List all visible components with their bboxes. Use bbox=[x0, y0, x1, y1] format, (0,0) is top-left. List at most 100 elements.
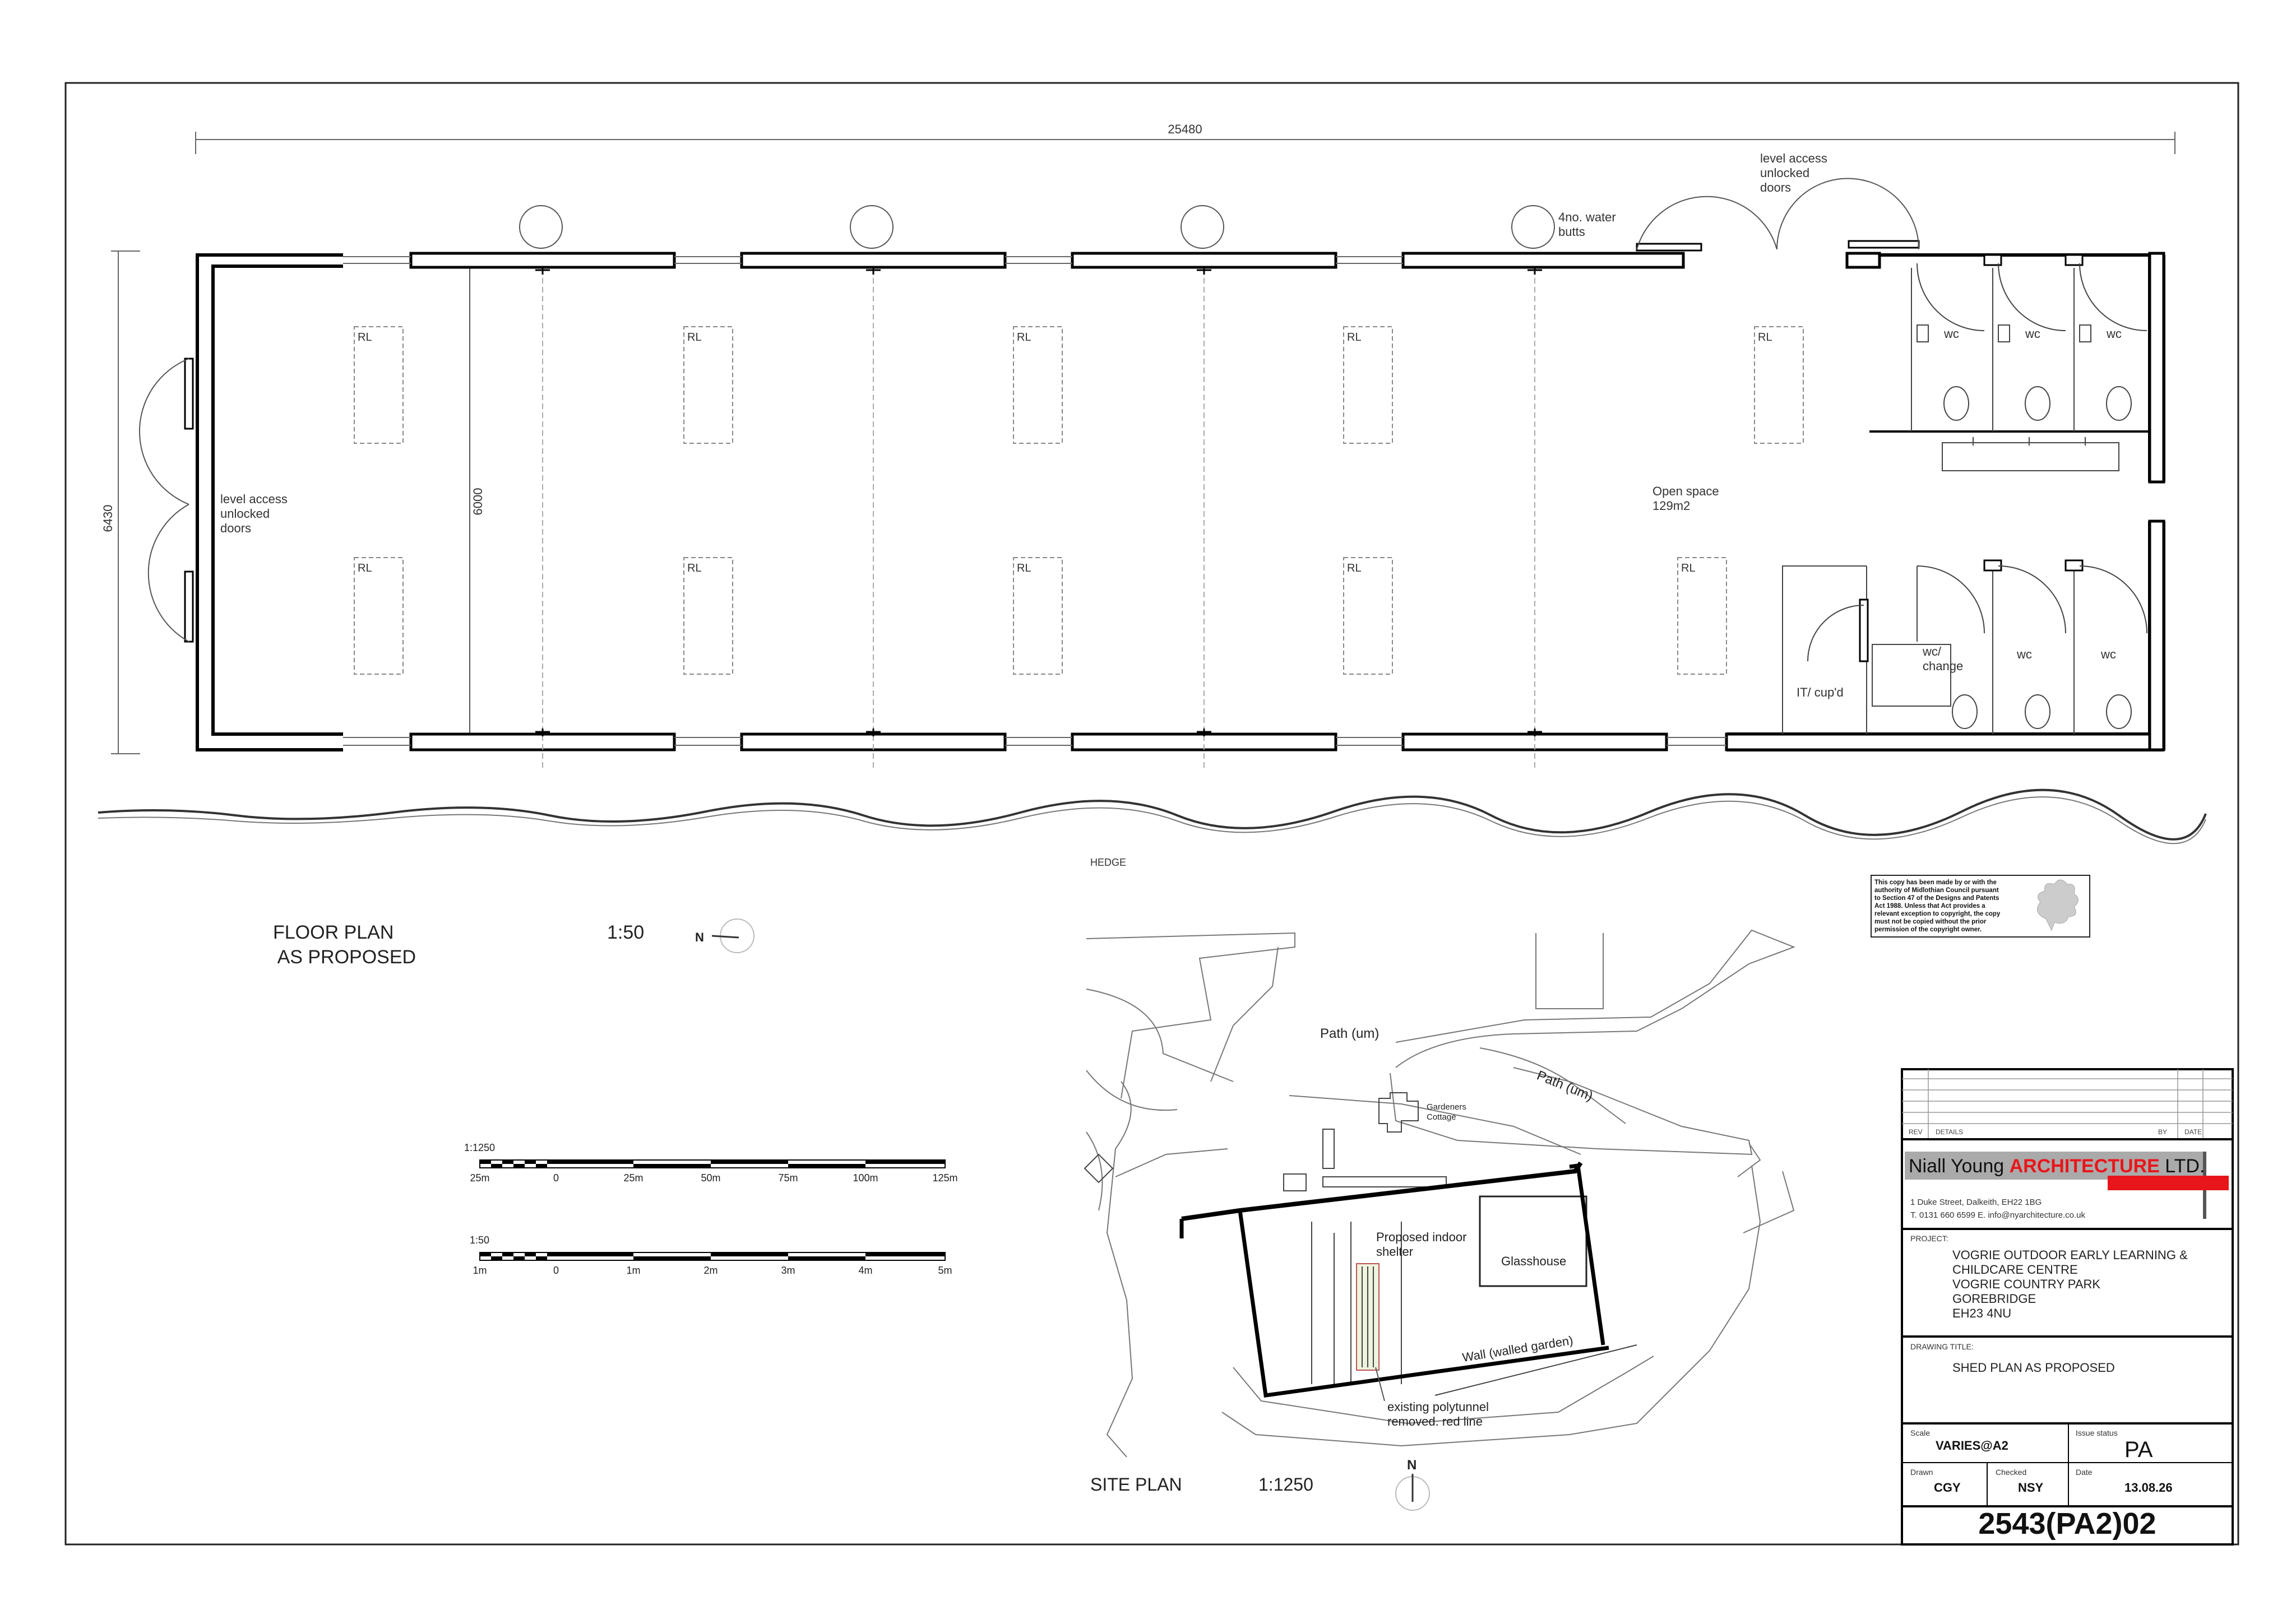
svg-text:relevant exception to copyrigh: relevant exception to copyright, the cop… bbox=[1874, 911, 2001, 917]
svg-text:EH23 4NU: EH23 4NU bbox=[1952, 1306, 2011, 1320]
dim-internal-width: 6000 bbox=[471, 488, 485, 516]
svg-text:0: 0 bbox=[553, 1265, 559, 1276]
floor-plan: 25480 6430 6000 bbox=[98, 122, 2207, 968]
svg-text:N: N bbox=[1407, 1458, 1417, 1473]
water-butt bbox=[1181, 205, 1224, 249]
sheet-border bbox=[64, 82, 2239, 1546]
svg-text:3m: 3m bbox=[781, 1265, 795, 1276]
water-butt bbox=[850, 205, 894, 249]
svg-text:REV: REV bbox=[1909, 1128, 1923, 1136]
dim-overall-length: 25480 bbox=[1168, 122, 1202, 136]
site-plan-title: SITE PLAN bbox=[1090, 1474, 1182, 1495]
copyright-stamp: This copy has been made by or with the a… bbox=[1871, 875, 2090, 938]
rl-label: RL bbox=[687, 331, 702, 344]
svg-text:1:50: 1:50 bbox=[470, 1235, 489, 1246]
svg-text:50m: 50m bbox=[701, 1172, 720, 1184]
drawn-label: Drawn bbox=[1910, 1468, 1933, 1477]
it-cupboard-label: IT/ cup'd bbox=[1797, 685, 1844, 699]
svg-text:GOREBRIDGE: GOREBRIDGE bbox=[1952, 1292, 2036, 1306]
firm-phone: T. 0131 660 6599 bbox=[1910, 1210, 1975, 1220]
dim-overall-width: 6430 bbox=[101, 505, 115, 532]
rl-label: RL bbox=[1347, 562, 1362, 574]
rl-label: RL bbox=[1681, 562, 1696, 574]
wc-label: wc bbox=[1943, 327, 1959, 341]
svg-text:authority of Midlothian Counci: authority of Midlothian Council pursuant bbox=[1874, 887, 1999, 894]
svg-text:0: 0 bbox=[553, 1172, 559, 1184]
rl-label: RL bbox=[358, 562, 372, 574]
firm-name: Niall Young ARCHITECTURE LTD. bbox=[1909, 1156, 2205, 1177]
rl-label: RL bbox=[1758, 331, 1772, 344]
svg-text:CHILDCARE CENTRE: CHILDCARE CENTRE bbox=[1952, 1263, 2078, 1277]
svg-text:permission of the copyright ow: permission of the copyright owner. bbox=[1874, 926, 1982, 933]
firm-logo bbox=[1905, 1152, 2204, 1180]
floor-plan-title: FLOOR PLAN AS PROPOSED bbox=[273, 922, 416, 968]
svg-text:100m: 100m bbox=[853, 1172, 878, 1184]
svg-text:4m: 4m bbox=[858, 1265, 872, 1276]
svg-text:25m: 25m bbox=[470, 1172, 489, 1184]
north-arrow-icon: N bbox=[1395, 1458, 1430, 1511]
svg-text:BY: BY bbox=[2158, 1128, 2167, 1136]
water-butt bbox=[1511, 205, 1555, 249]
path-label: Path (um) bbox=[1535, 1068, 1595, 1105]
svg-text:1m: 1m bbox=[473, 1265, 487, 1276]
rl-label: RL bbox=[1347, 331, 1362, 344]
svg-text:25m: 25m bbox=[623, 1172, 643, 1184]
svg-text:1:1250: 1:1250 bbox=[464, 1142, 495, 1153]
scale-bar-50: 1:50 1m 0 1m 2m 3m 4m 5m bbox=[470, 1235, 952, 1276]
date-label: Date bbox=[2076, 1468, 2093, 1477]
site-plan-scale: 1:1250 bbox=[1258, 1474, 1313, 1495]
issue-status: PA bbox=[2124, 1437, 2153, 1462]
svg-text:N: N bbox=[695, 930, 704, 944]
svg-text:to Section 47 of the Designs a: to Section 47 of the Designs and Patents bbox=[1874, 895, 1999, 902]
hedge-label: HEDGE bbox=[1090, 857, 1126, 868]
svg-text:DATE: DATE bbox=[2184, 1128, 2202, 1136]
svg-text:DETAILS: DETAILS bbox=[1936, 1128, 1963, 1136]
rl-label: RL bbox=[1017, 562, 1031, 574]
svg-text:VOGRIE COUNTRY PARK: VOGRIE COUNTRY PARK bbox=[1952, 1277, 2100, 1291]
drawing-number: 2543(PA2)02 bbox=[1978, 1507, 2156, 1541]
hedge-line bbox=[98, 788, 2207, 841]
firm-email: E. info@nyarchitecture.co.uk bbox=[1978, 1210, 2085, 1220]
path-label: Path (um) bbox=[1320, 1026, 1379, 1041]
water-butt bbox=[519, 205, 563, 249]
issue-status-label: Issue status bbox=[2076, 1428, 2118, 1437]
scale-label: Scale bbox=[1910, 1428, 1930, 1437]
svg-text:1m: 1m bbox=[626, 1265, 640, 1276]
wc-label: wc bbox=[2016, 647, 2032, 661]
project-label: PROJECT: bbox=[1910, 1234, 1948, 1243]
svg-text:must not be copied without the: must not be copied without the prior bbox=[1874, 918, 1987, 925]
svg-text:VOGRIE OUTDOOR EARLY LEARNING: VOGRIE OUTDOOR EARLY LEARNING & bbox=[1952, 1248, 2188, 1262]
wc-label: wc bbox=[2100, 647, 2116, 661]
rl-label: RL bbox=[358, 331, 372, 344]
svg-text:5m: 5m bbox=[938, 1265, 952, 1276]
wc-label: wc bbox=[2106, 327, 2122, 341]
svg-text:Act 1988. Unless that Act prov: Act 1988. Unless that Act provides a bbox=[1874, 903, 1985, 910]
rl-label: RL bbox=[687, 562, 702, 574]
scale-value: VARIES@A2 bbox=[1936, 1439, 2008, 1453]
svg-text:125m: 125m bbox=[932, 1172, 957, 1184]
wc-change-label: wc/change bbox=[1922, 644, 1963, 673]
floor-plan-scale: 1:50 bbox=[607, 922, 644, 943]
project-name: VOGRIE OUTDOOR EARLY LEARNING & CHILDCAR… bbox=[1952, 1248, 2188, 1320]
drawn-value: CGY bbox=[1934, 1481, 1961, 1495]
date-value: 13.08.26 bbox=[2124, 1481, 2173, 1495]
glasshouse-label: Glasshouse bbox=[1501, 1254, 1566, 1268]
drawing-title-label: DRAWING TITLE: bbox=[1910, 1342, 1974, 1351]
svg-text:2m: 2m bbox=[703, 1265, 718, 1276]
north-arrow-icon: N bbox=[695, 918, 754, 953]
checked-label: Checked bbox=[1996, 1468, 2026, 1477]
svg-text:This copy has been made by or: This copy has been made by or with the bbox=[1874, 879, 1997, 886]
oak-leaf-icon bbox=[2036, 879, 2079, 931]
wc-label: wc bbox=[2025, 327, 2040, 341]
rl-label: RL bbox=[1017, 331, 1031, 344]
scale-bar-1250: 1:1250 25m 0 25m 50m 75m 100m 125m bbox=[464, 1142, 958, 1184]
firm-address: 1 Duke Street, Dalkeith, EH22 1BG bbox=[1910, 1198, 2042, 1207]
